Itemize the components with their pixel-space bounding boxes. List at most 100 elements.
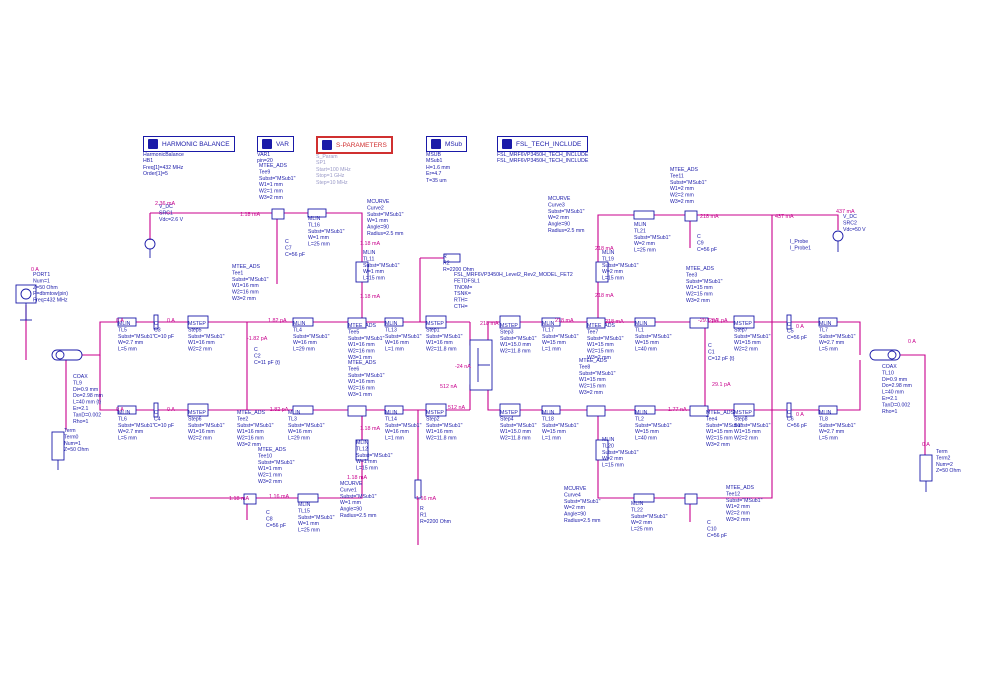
label-line: TL1 xyxy=(635,327,644,333)
term2-symbol[interactable] xyxy=(919,454,933,492)
label-line: C=56 pF xyxy=(697,247,717,253)
label-line: Subst="MSub1" xyxy=(579,371,616,377)
controller-header[interactable]: VAR xyxy=(257,136,294,152)
component-cell[interactable] xyxy=(733,315,755,329)
component-cell[interactable] xyxy=(297,493,319,503)
component-cell[interactable] xyxy=(595,261,609,283)
fet-transistor[interactable] xyxy=(469,339,493,391)
controller-header[interactable]: S-PARAMETERS xyxy=(316,136,393,154)
component-cell[interactable] xyxy=(271,208,285,220)
component-cell[interactable] xyxy=(689,405,709,417)
label-line: W3=2 mm xyxy=(706,442,730,448)
component-cell[interactable] xyxy=(292,405,314,415)
component-cell[interactable] xyxy=(499,315,521,329)
component-cell[interactable] xyxy=(634,317,656,327)
component-cell[interactable] xyxy=(499,403,521,417)
coax-tl9[interactable] xyxy=(51,349,83,361)
component-cell[interactable] xyxy=(347,405,367,417)
label-line: W3=1 mm xyxy=(348,355,372,361)
label-line: Subst="MSub1" xyxy=(426,423,463,429)
controller-header[interactable]: HARMONIC BALANCE xyxy=(143,136,235,152)
label-line: Term2 xyxy=(936,455,951,461)
component-cell[interactable] xyxy=(355,439,369,461)
component-cell[interactable] xyxy=(153,402,159,418)
component-cell[interactable] xyxy=(153,314,159,330)
label-line: W1=15 mm xyxy=(734,340,761,346)
label-line: SRC2 xyxy=(843,220,857,226)
label-line: Step5 xyxy=(188,327,202,333)
label-line: W=1 mm xyxy=(298,521,319,527)
label-line: Step8 xyxy=(734,416,748,422)
component-cell[interactable] xyxy=(117,405,137,415)
component-cell[interactable] xyxy=(633,210,655,220)
component-cell[interactable] xyxy=(347,317,367,329)
vdc-source-src1[interactable] xyxy=(144,238,156,258)
component-cell[interactable] xyxy=(117,317,137,327)
label-line: W1=16 mm xyxy=(232,283,259,289)
component-cell[interactable] xyxy=(586,317,606,329)
component-cell[interactable] xyxy=(684,493,698,505)
controller-header[interactable]: FSL_TECH_INCLUDE xyxy=(497,136,589,152)
port1-symbol[interactable] xyxy=(15,284,37,321)
current-readout: 218 mA xyxy=(555,318,574,324)
component-cell[interactable] xyxy=(586,405,606,417)
label-line: Er=2.1 xyxy=(73,406,89,412)
component-cell[interactable] xyxy=(425,315,447,329)
component-cell[interactable] xyxy=(187,403,209,417)
component-cell[interactable] xyxy=(786,314,792,330)
label-line: C xyxy=(707,520,711,526)
label-line: Subst="MSub1" xyxy=(363,263,400,269)
component-cell[interactable] xyxy=(818,405,838,415)
label-line: W3=2 mm xyxy=(579,390,603,396)
label-line: Subst="MSub1" xyxy=(635,423,672,429)
component-cell[interactable] xyxy=(595,439,609,461)
component-cell[interactable] xyxy=(541,317,561,327)
component-cell[interactable] xyxy=(307,208,327,218)
label-line: C xyxy=(254,347,258,353)
label-line: MTEE_ADS xyxy=(726,485,755,491)
controller-param: Er=4.7 xyxy=(426,171,442,178)
label-line: PORT1 xyxy=(33,272,50,278)
component-cell[interactable] xyxy=(425,403,447,417)
component-cell[interactable] xyxy=(243,493,257,505)
current-readout: 0 A xyxy=(167,318,175,324)
current-readout: 0 A xyxy=(116,318,124,324)
term0-symbol[interactable] xyxy=(51,431,65,470)
component-cell[interactable] xyxy=(689,317,709,329)
label-line: MLIN xyxy=(118,321,131,327)
label-line: MCURVE xyxy=(564,486,587,492)
coax-tl10[interactable] xyxy=(869,349,901,361)
component-cell[interactable] xyxy=(818,317,838,327)
label-line: TNOM= xyxy=(454,285,472,291)
component-cell[interactable] xyxy=(684,210,698,222)
component-cell[interactable] xyxy=(187,315,209,329)
component-cell[interactable] xyxy=(541,405,561,415)
component-cell[interactable] xyxy=(292,317,314,327)
component-cell[interactable] xyxy=(384,317,404,327)
component-cell[interactable] xyxy=(634,405,656,415)
component-cell[interactable] xyxy=(786,402,792,418)
vdc-source-src2[interactable] xyxy=(832,230,844,252)
component-cell[interactable] xyxy=(355,261,369,283)
label-line: C1 xyxy=(708,349,715,355)
label-line: W=2.7 mm xyxy=(118,340,143,346)
component-cell[interactable] xyxy=(384,405,404,415)
component-cell[interactable] xyxy=(633,493,655,503)
component-cell[interactable] xyxy=(733,403,755,417)
label-line: C xyxy=(154,321,158,327)
component-cell[interactable] xyxy=(414,479,422,499)
component-cell[interactable] xyxy=(443,253,461,263)
controller-header[interactable]: MSub xyxy=(426,136,467,152)
label-line: Subst="MSub1" xyxy=(340,494,377,500)
